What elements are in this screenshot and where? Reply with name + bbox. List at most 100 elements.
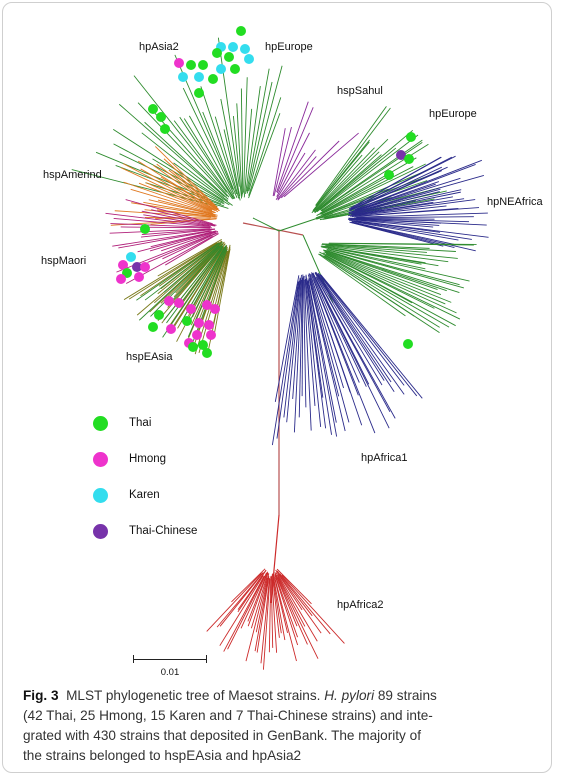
branch-hspmaori (113, 218, 211, 228)
branch-hpafrica1 (301, 274, 304, 397)
branch-hspmaori (120, 226, 212, 229)
branch-hpafrica1-green (321, 243, 427, 253)
branch-hpafrica2 (262, 578, 271, 670)
branch-hpeurope (315, 106, 387, 206)
strain-marker-hmong (192, 330, 202, 340)
strain-marker-hmong (116, 274, 126, 284)
legend-swatch-thai (93, 416, 108, 431)
branch-hpasia2 (173, 162, 233, 206)
branch-hpafrica1 (292, 274, 302, 399)
branch-hpneafrica (349, 156, 442, 210)
branch-hpafrica1-green (321, 243, 430, 249)
branch-hpafrica2 (275, 569, 303, 611)
backbone-branch (252, 217, 280, 232)
branch-hspmaori (151, 209, 217, 226)
branch-hpafrica2 (250, 572, 269, 629)
branch-hpasia2 (220, 98, 241, 196)
branch-hpasia2 (217, 37, 240, 187)
branch-hpneafrica (349, 166, 443, 211)
strain-marker-thai-chinese (132, 262, 142, 272)
branch-hpafrica2 (219, 572, 264, 627)
branch-hspeasia-green (163, 245, 223, 321)
branch-hpafrica1-green (328, 242, 474, 246)
branch-hpafrica2 (273, 573, 288, 634)
branch-hpafrica2 (272, 573, 282, 634)
branch-hspmaori (162, 232, 219, 260)
strain-marker-hmong (204, 320, 214, 330)
branch-hpneafrica (348, 183, 436, 214)
branch-hspmaori (141, 228, 216, 236)
branch-hpeurope (316, 172, 394, 216)
strain-marker-thai (194, 88, 204, 98)
branch-hpafrica2 (206, 572, 262, 632)
branch-hspamerind (168, 169, 220, 212)
branch-hpasia2 (248, 113, 281, 199)
branch-hpeurope (312, 141, 370, 212)
branch-hpasia2 (113, 129, 224, 201)
branch-hpasia2 (182, 87, 235, 195)
scale-bar: 0.01 (133, 653, 207, 683)
strain-marker-thai (208, 74, 218, 84)
branch-hpafrica1 (314, 271, 385, 381)
strain-marker-thai (156, 112, 166, 122)
branch-hpasia2 (240, 88, 244, 195)
branch-hpafrica2 (276, 575, 308, 645)
strain-marker-thai (198, 60, 208, 70)
branch-hpafrica1 (302, 276, 307, 408)
branch-hpafrica2 (260, 577, 270, 664)
branch-hspmaori (140, 228, 215, 238)
branch-hspamerind (156, 163, 218, 211)
branch-hspmaori (161, 230, 219, 252)
branch-hpafrica2 (279, 573, 331, 635)
strain-marker-thai (148, 322, 158, 332)
scale-bar-line (133, 659, 207, 660)
branch-hpafrica2 (216, 572, 264, 628)
strain-marker-karen (178, 72, 188, 82)
branch-hspeasia-green (188, 244, 227, 314)
strain-marker-karen (216, 64, 226, 74)
strain-marker-hmong (118, 260, 128, 270)
branch-hpafrica1 (309, 273, 351, 393)
branch-hspmaori (150, 230, 217, 248)
branch-hpafrica1 (304, 275, 316, 406)
branch-hpafrica2 (278, 573, 322, 634)
strain-marker-hmong (164, 296, 174, 306)
branch-hpneafrica (355, 159, 483, 210)
branch-hspmaori (147, 232, 217, 263)
branch-hpafrica2 (274, 575, 299, 646)
branch-hpasia2 (179, 116, 234, 199)
strain-marker-thai (224, 52, 234, 62)
strain-marker-thai-chinese (396, 150, 406, 160)
branch-hpasia2 (137, 102, 228, 197)
branch-hspsahul (277, 149, 316, 200)
clade-label-hpafrica2: hpAfrica2 (337, 599, 383, 611)
branch-hspeasia (157, 241, 222, 295)
strain-marker-karen (194, 72, 204, 82)
branch-hspamerind (130, 188, 214, 215)
branch-hpasia2 (243, 108, 253, 198)
legend-swatch-hmong (93, 452, 108, 467)
branch-hpafrica1 (283, 277, 301, 418)
strain-marker-hmong (206, 330, 216, 340)
branch-hspsahul (276, 132, 310, 197)
branch-hpneafrica (351, 155, 456, 210)
branch-hpafrica1 (293, 279, 303, 433)
branch-hpafrica1 (303, 279, 312, 431)
branch-hpafrica1-green (321, 246, 426, 270)
branch-hpasia2 (246, 81, 273, 194)
branch-hspeasia-green (136, 242, 219, 301)
branch-hpafrica2 (277, 577, 319, 659)
clade-label-hspmaori: hspMaori (41, 255, 86, 267)
branch-hpafrica2 (256, 576, 270, 653)
strain-marker-karen (228, 42, 238, 52)
branch-hspeasia (123, 242, 217, 300)
figure-panel: hpAsia2 hpEurope hspSahul hpEurope hpNEA… (2, 2, 552, 773)
branch-hpafrica2 (274, 572, 298, 627)
branch-hpafrica1-green (326, 250, 460, 294)
branch-hpafrica2 (274, 577, 297, 662)
branch-hpafrica1 (307, 274, 340, 397)
branch-hspeasia-green (163, 241, 223, 293)
branch-hpafrica1-green (324, 251, 446, 305)
branch-hspamerind (154, 146, 218, 208)
branch-hpafrica2 (219, 575, 264, 646)
